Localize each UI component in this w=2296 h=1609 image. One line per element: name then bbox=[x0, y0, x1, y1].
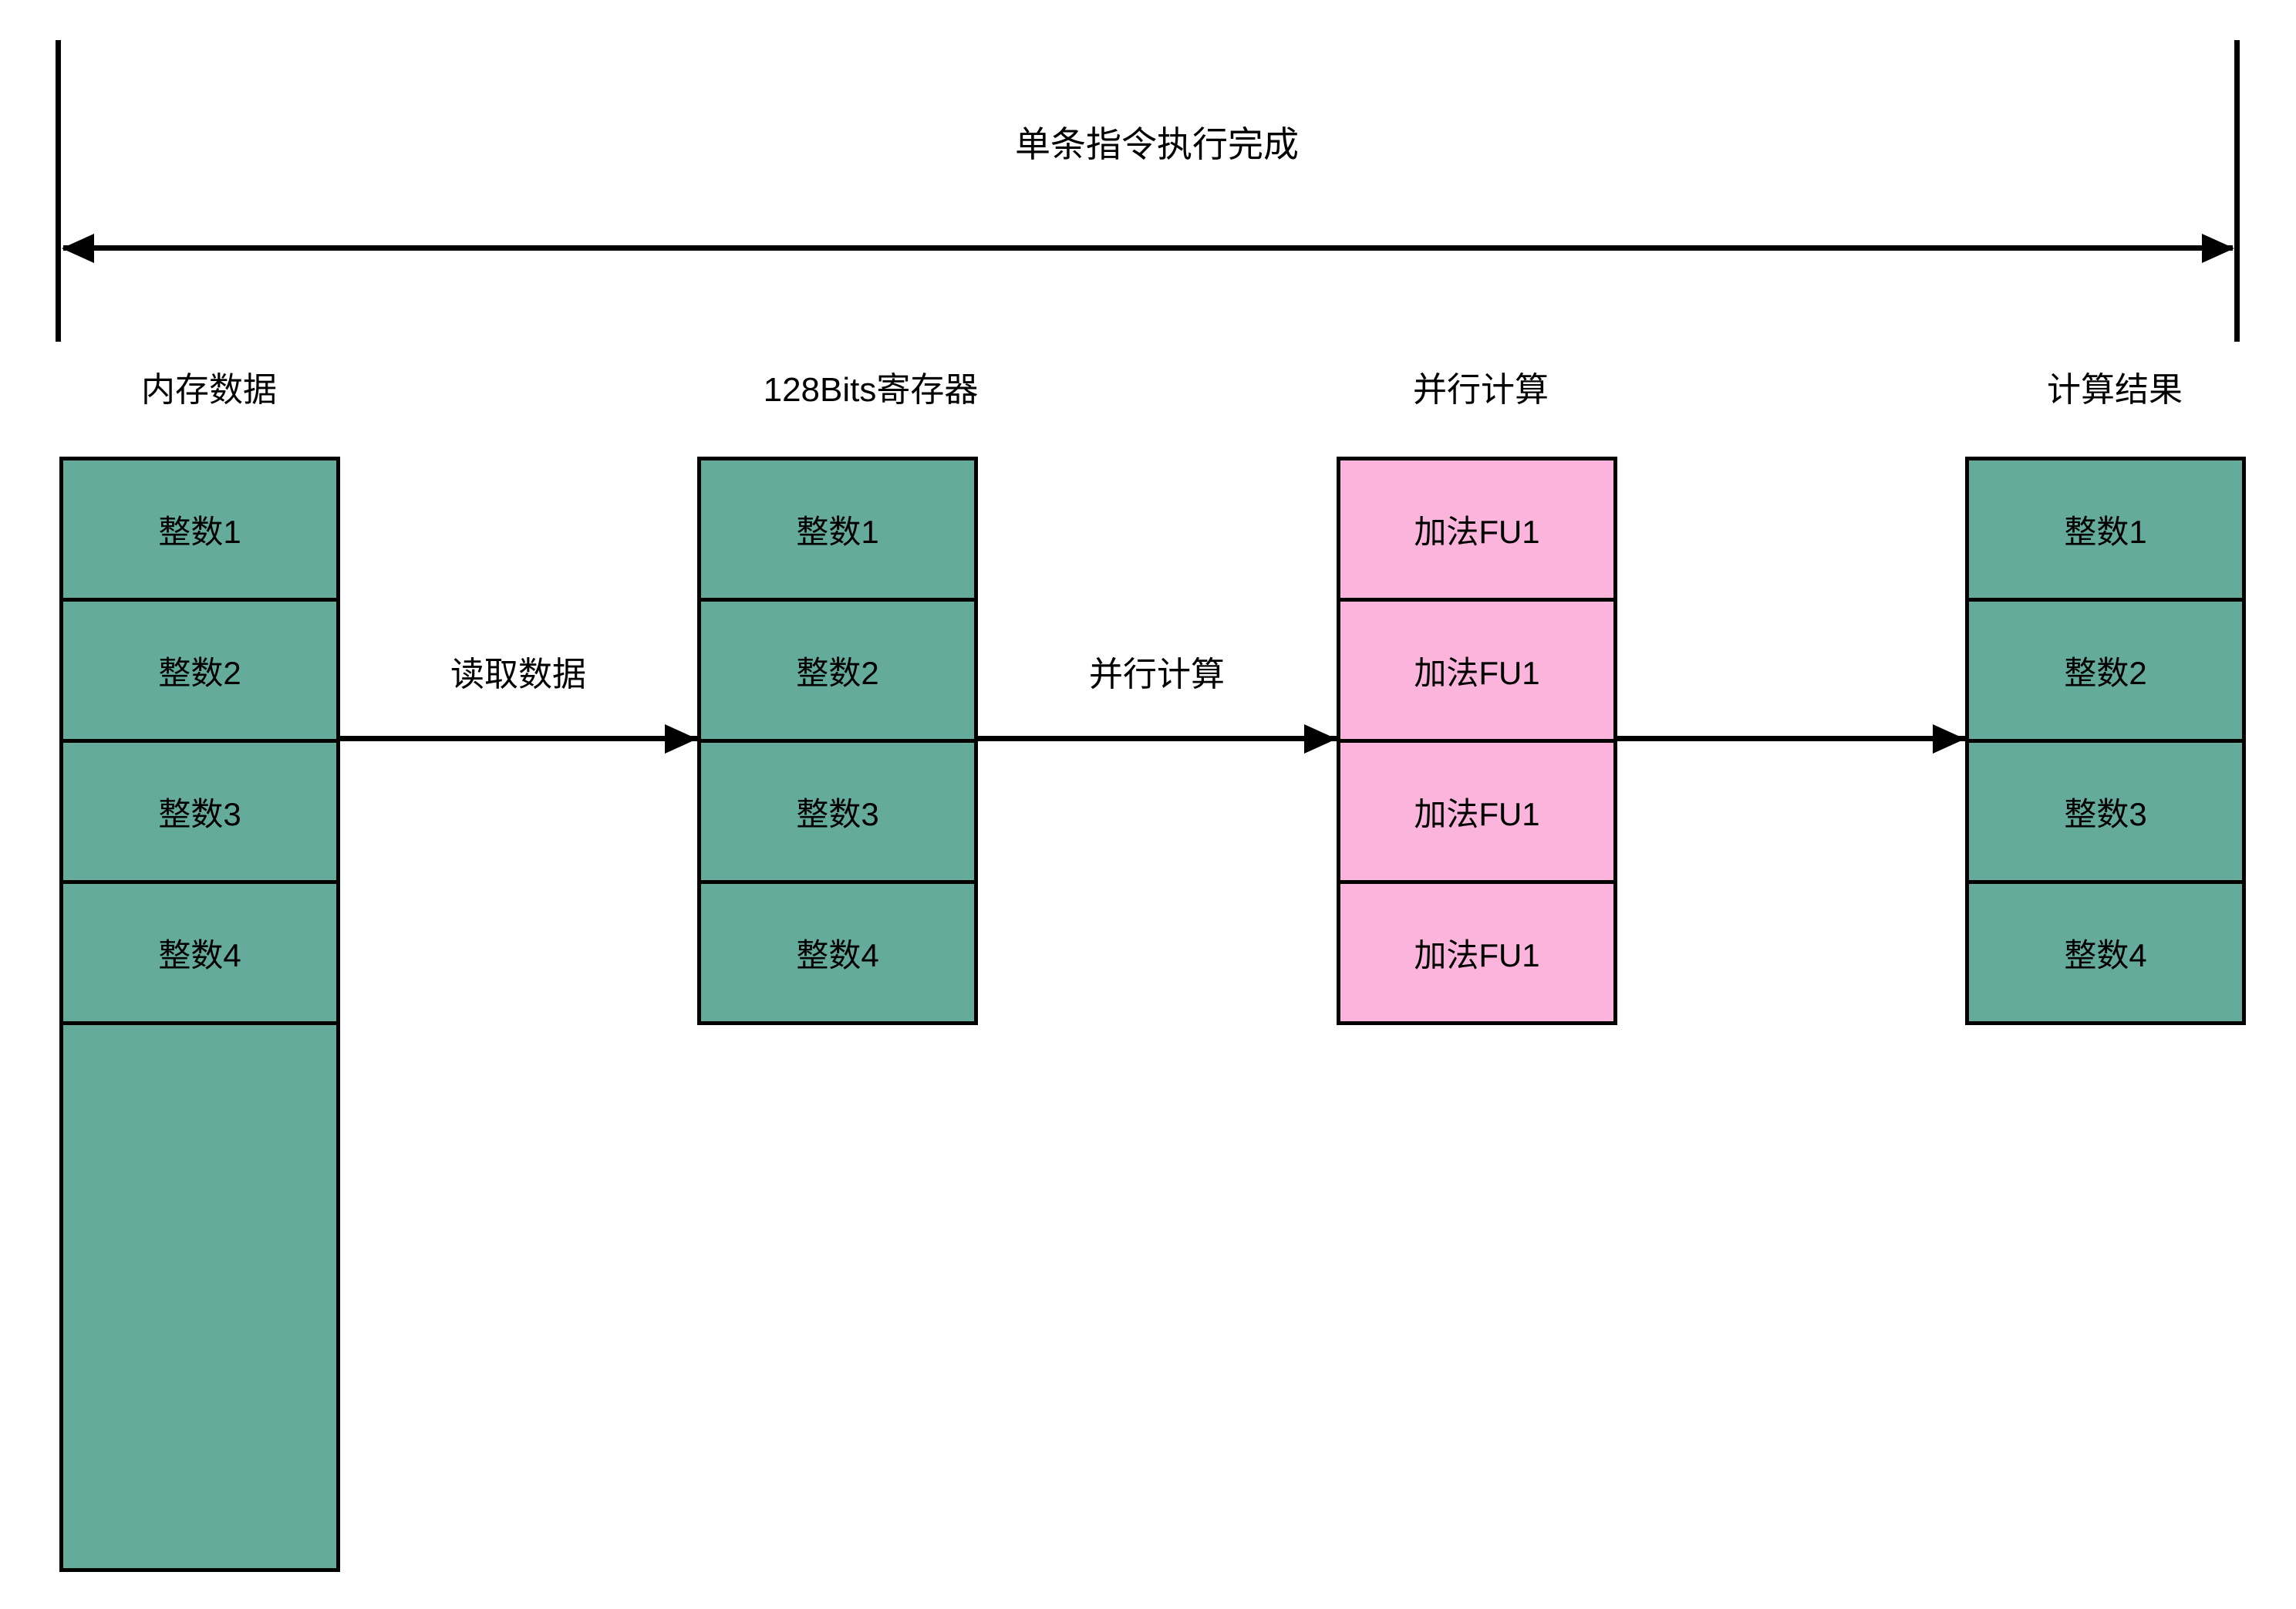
fu-cell-4: 加法FU1 bbox=[1414, 936, 1540, 973]
flow-arrow-compute-label: 并行计算 bbox=[1089, 656, 1225, 693]
column-result: 整数1 整数2 整数3 整数4 bbox=[1965, 457, 2246, 1025]
arrowhead-right-icon bbox=[665, 724, 697, 754]
memory-cell-empty bbox=[63, 1025, 336, 1568]
result-cell-2: 整数2 bbox=[1969, 602, 2242, 743]
result-cell-3: 整数3 bbox=[1969, 743, 2242, 884]
register-cell-3: 整数3 bbox=[701, 743, 974, 884]
arrowhead-right-icon bbox=[1304, 724, 1337, 754]
timeline-cap-right bbox=[2234, 40, 2240, 342]
memory-cell-4: 整数4 bbox=[63, 884, 336, 1025]
flow-arrow-compute-line bbox=[978, 736, 1337, 741]
fu-cell-2: 加法FU1 bbox=[1340, 602, 1613, 743]
column-parallel-compute: 加法FU1 加法FU1 加法FU1 加法FU1 bbox=[1337, 457, 1617, 1025]
result-cell-1: 整数1 bbox=[1969, 460, 2242, 602]
fu-cell-3: 加法FU1 bbox=[1340, 743, 1613, 884]
column-header-compute: 并行计算 bbox=[1413, 371, 1549, 409]
column-header-memory: 内存数据 bbox=[141, 371, 277, 409]
memory-cell-1: 整数1 bbox=[63, 460, 336, 602]
fu-cell-1: 加法FU1 bbox=[1340, 460, 1613, 602]
arrowhead-right-icon bbox=[1933, 724, 1965, 754]
memory-cell-2: 整数2 bbox=[63, 602, 336, 743]
register-cell-2: 整数2 bbox=[701, 602, 974, 743]
column-register: 整数1 整数2 整数3 整数4 bbox=[697, 457, 978, 1025]
arrowhead-right-icon bbox=[2202, 234, 2234, 263]
column-header-result: 计算结果 bbox=[2047, 371, 2183, 409]
flow-arrow-read-label: 读取数据 bbox=[450, 656, 586, 693]
memory-cell-3: 整数3 bbox=[63, 743, 336, 884]
column-header-register: 128Bits寄存器 bbox=[763, 371, 979, 409]
flow-arrow-read-line bbox=[340, 736, 697, 741]
timeline-double-arrow-line bbox=[63, 245, 2233, 251]
arrowhead-left-icon bbox=[62, 234, 94, 263]
result-cell-4: 整数4 bbox=[2064, 936, 2147, 973]
register-cell-1: 整数1 bbox=[701, 460, 974, 602]
column-memory-data: 整数1 整数2 整数3 整数4 bbox=[59, 457, 340, 1572]
timeline-title: 单条指令执行完成 bbox=[1015, 124, 1299, 164]
register-cell-4: 整数4 bbox=[796, 936, 879, 973]
flow-arrow-result-line bbox=[1617, 736, 1965, 741]
timeline-cap-left bbox=[56, 40, 61, 342]
